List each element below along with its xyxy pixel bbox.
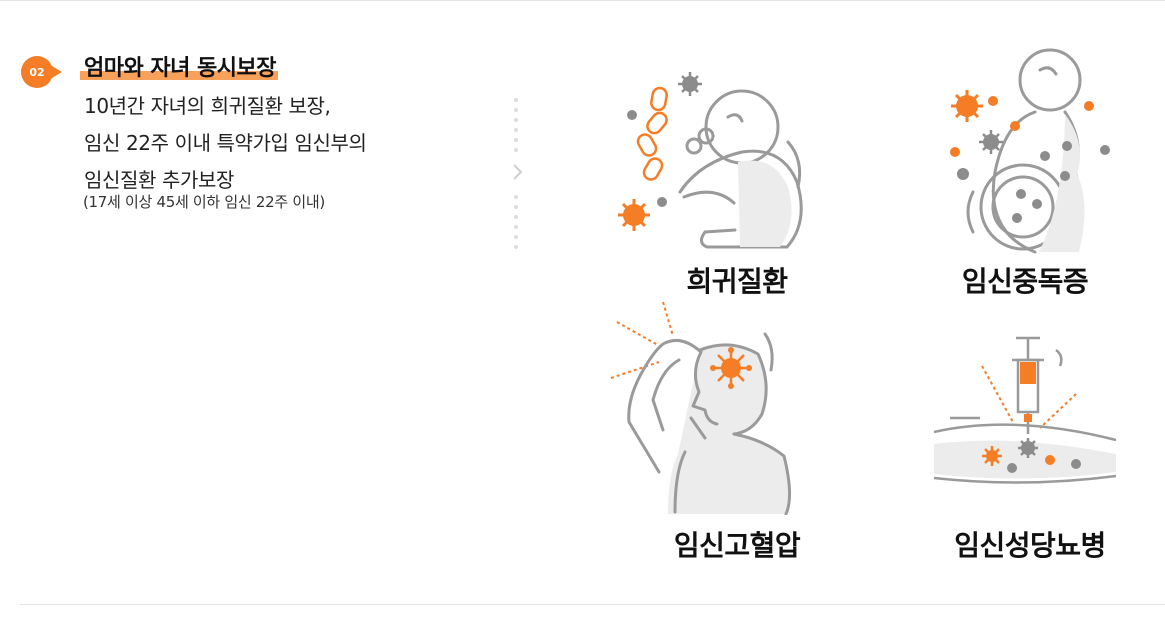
pregnancy-hypertension-icon xyxy=(610,301,791,515)
condition-label-rare-disease: 희귀질환 xyxy=(686,265,788,298)
chevron-right-icon xyxy=(513,164,523,180)
dotted-separator-top xyxy=(514,98,518,158)
eligibility-note: (17세 이상 45세 이하 임신 22주 이내) xyxy=(83,193,325,211)
rare-disease-icon xyxy=(618,72,803,249)
bottom-divider xyxy=(20,604,1165,605)
description-line: 10년간 자녀의 희귀질환 보장, xyxy=(84,94,331,118)
gestational-diabetes-icon xyxy=(933,336,1117,484)
description-line: 임신질환 추가보장 xyxy=(84,168,234,192)
section-description: 10년간 자녀의 희귀질환 보장, 임신 22주 이내 특약가입 임신부의 임신… xyxy=(84,88,367,199)
condition-label-pregnancy-hypertension: 임신고혈압 xyxy=(673,529,801,562)
badge-pointer xyxy=(52,66,62,78)
pregnancy-toxemia-icon xyxy=(950,48,1110,254)
section-title: 엄마와 자녀 동시보장 xyxy=(80,50,278,82)
dotted-separator-bottom xyxy=(514,195,518,255)
top-divider xyxy=(0,0,1165,1)
condition-label-gestational-diabetes: 임신성당뇨병 xyxy=(954,529,1106,562)
section-number-badge: 02 xyxy=(21,56,53,88)
condition-label-pregnancy-toxemia: 임신중독증 xyxy=(961,265,1089,298)
description-line: 임신 22주 이내 특약가입 임신부의 xyxy=(84,131,367,155)
section-title-text: 엄마와 자녀 동시보장 xyxy=(84,56,276,81)
